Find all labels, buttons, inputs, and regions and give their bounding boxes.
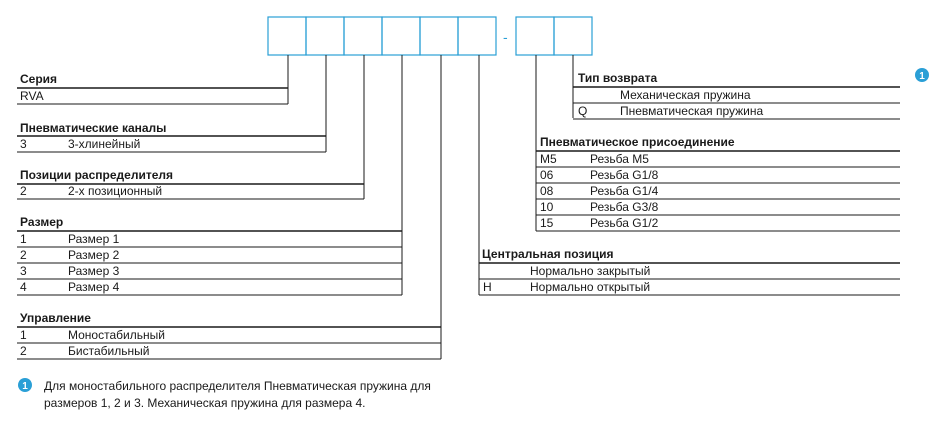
size-row-2-code: 2 xyxy=(20,248,27,262)
center-row-1-label: Нормально закрытый xyxy=(530,264,650,278)
group-size: Размер 1 Размер 1 2 Размер 2 3 Размер 3 … xyxy=(17,55,403,296)
group-ports: Пневматические каналы 3 3-хлинейный xyxy=(17,55,327,153)
connection-row-5-code: 15 xyxy=(540,216,554,230)
center-row-2-label: Нормально открытый xyxy=(530,280,650,294)
footnote-line-1: Для моностабильного распределителя Пневм… xyxy=(44,379,431,393)
group-control: Управление 1 Моностабильный 2 Бистабильн… xyxy=(17,55,442,360)
connection-row-2-code: 06 xyxy=(540,168,554,182)
footnote-marker-icon xyxy=(18,378,32,392)
center-row-2-code: H xyxy=(483,280,492,294)
size-row-4-code: 4 xyxy=(20,280,27,294)
group-center: Центральная позиция Нормально закрытый H… xyxy=(478,55,900,296)
group-series: Серия RVA xyxy=(17,55,289,105)
footnote: 1 Для моностабильного распределителя Пне… xyxy=(18,378,431,410)
group-return: Тип возврата Механическая пружина Q Пнев… xyxy=(572,55,929,120)
ports-row-code: 3 xyxy=(20,137,27,151)
code-dash: - xyxy=(503,29,508,45)
size-row-3-label: Размер 3 xyxy=(68,264,120,278)
positions-title: Позиции распределителя xyxy=(20,168,173,182)
footnote-line-2: размеров 1, 2 и 3. Механическая пружина … xyxy=(44,396,365,410)
connection-row-3-code: 08 xyxy=(540,184,554,198)
size-row-4-label: Размер 4 xyxy=(68,280,120,294)
connection-row-4-code: 10 xyxy=(540,200,554,214)
positions-row-code: 2 xyxy=(20,184,27,198)
code-box-7 xyxy=(515,16,555,56)
connection-title: Пневматическое присоединение xyxy=(540,135,735,149)
size-row-1-label: Размер 1 xyxy=(68,232,120,246)
code-box-8 xyxy=(553,16,593,56)
return-title: Тип возврата xyxy=(578,71,657,85)
positions-row-label: 2-х позиционный xyxy=(68,184,162,198)
code-box-2 xyxy=(305,16,345,56)
code-box-4 xyxy=(381,16,421,56)
code-boxes: - xyxy=(267,16,593,56)
footnote-marker-number: 1 xyxy=(22,381,28,392)
control-row-2-code: 2 xyxy=(20,344,27,358)
connection-row-1-label: Резьба M5 xyxy=(590,152,649,166)
size-row-3-code: 3 xyxy=(20,264,27,278)
connection-row-1-code: M5 xyxy=(540,152,557,166)
note-marker-icon xyxy=(915,68,929,82)
control-row-1-label: Моностабильный xyxy=(68,328,165,342)
connection-row-5-label: Резьба G1/2 xyxy=(590,216,659,230)
ports-title: Пневматические каналы xyxy=(20,121,166,135)
note-marker-number: 1 xyxy=(919,71,925,82)
connection-row-4-label: Резьба G3/8 xyxy=(590,200,659,214)
size-row-2-label: Размер 2 xyxy=(68,248,120,262)
control-title: Управление xyxy=(20,311,91,325)
return-row-2-label: Пневматическая пружина xyxy=(620,104,764,118)
return-row-2-code: Q xyxy=(578,104,587,118)
series-title: Серия xyxy=(20,72,57,86)
center-title: Центральная позиция xyxy=(482,247,614,261)
return-row-1-label: Механическая пружина xyxy=(620,88,751,102)
control-row-1-code: 1 xyxy=(20,328,27,342)
size-title: Размер xyxy=(20,215,63,229)
series-row-code: RVA xyxy=(20,89,44,103)
code-box-6 xyxy=(457,16,497,56)
code-box-3 xyxy=(343,16,383,56)
group-positions: Позиции распределителя 2 2-х позиционный xyxy=(17,55,365,200)
connection-row-3-label: Резьба G1/4 xyxy=(590,184,659,198)
ports-row-label: 3-хлинейный xyxy=(68,137,140,151)
group-connection: Пневматическое присоединение M5 Резьба M… xyxy=(535,55,900,232)
code-box-1 xyxy=(267,16,307,56)
connection-row-2-label: Резьба G1/8 xyxy=(590,168,659,182)
control-row-2-label: Бистабильный xyxy=(68,344,149,358)
size-row-1-code: 1 xyxy=(20,232,27,246)
code-box-5 xyxy=(419,16,459,56)
